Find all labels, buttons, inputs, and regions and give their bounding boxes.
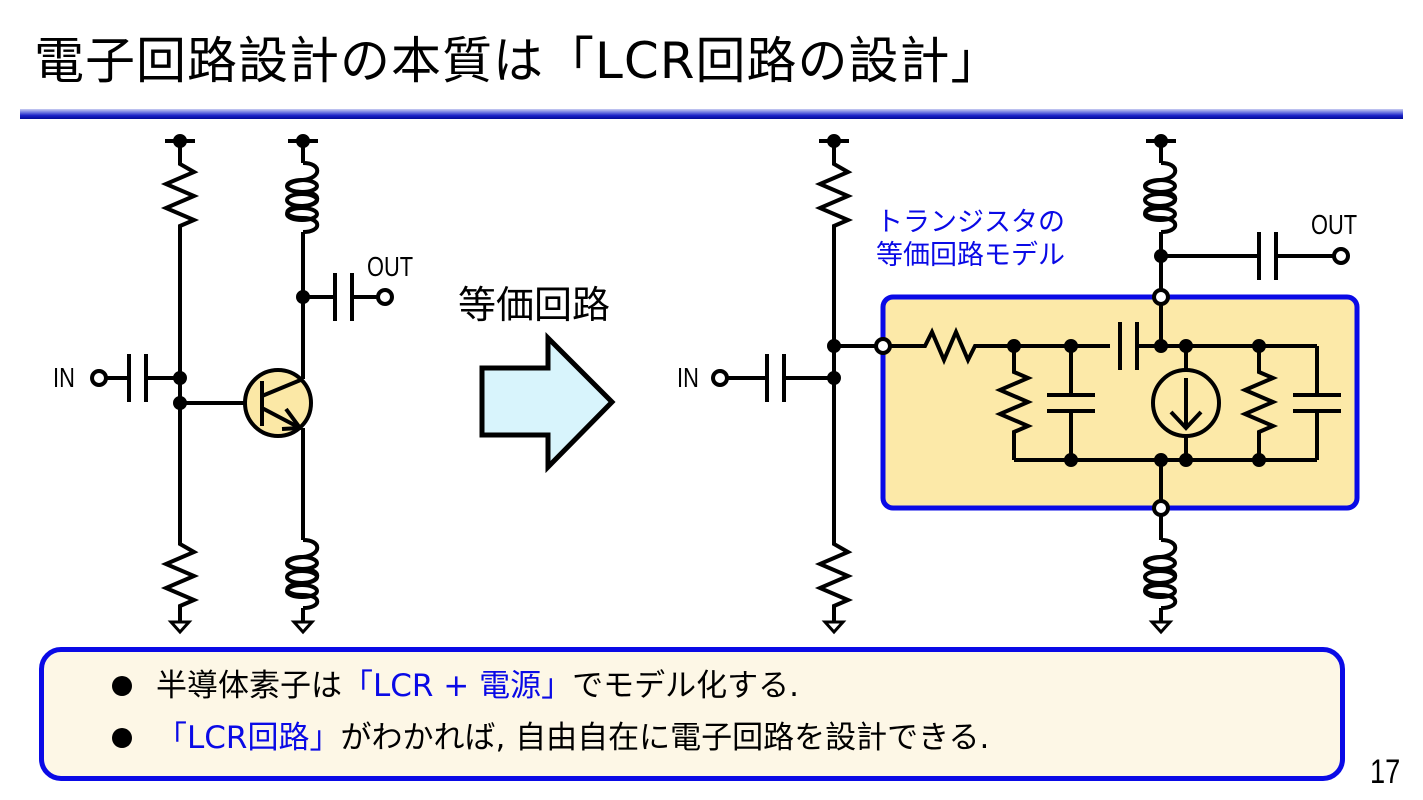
ground-icon	[290, 620, 316, 635]
inductor-bottom-left	[285, 538, 320, 610]
bullet-text-post: がわかれば, 自由自在に電子回路を設計できる.	[340, 720, 990, 756]
bullet-text-highlight: 「LCR回路」	[156, 720, 341, 756]
input-label-right: IN	[677, 362, 699, 393]
shunt-capacitor-2	[1293, 393, 1341, 413]
inductor-top-left	[285, 161, 320, 234]
bullet-icon	[112, 676, 132, 696]
resistor-bottom-left	[160, 540, 200, 612]
input-terminal-left	[90, 369, 108, 387]
current-source-icon	[1151, 346, 1221, 460]
equivalent-arrow-icon	[479, 331, 616, 474]
title-underline-bar	[20, 109, 1403, 119]
input-terminal-right	[711, 369, 729, 387]
bullet-text-highlight: 「LCR + 電源」	[342, 668, 573, 704]
emitter-terminal	[1152, 499, 1170, 517]
shunt-resistor-2	[1239, 346, 1279, 460]
resistor-top-right-circuit	[814, 160, 854, 232]
output-label-left: OUT	[367, 251, 414, 282]
inductor-top-right	[1143, 161, 1178, 234]
bullet-text-post: でモデル化する.	[572, 668, 799, 704]
output-terminal-right	[1332, 247, 1350, 265]
resistor-bottom-right-circuit	[814, 540, 854, 612]
shunt-resistor-1	[994, 346, 1034, 460]
transistor-model-label: トランジスタの 等価回路モデル	[876, 206, 1065, 272]
transistor-model-box	[880, 294, 1360, 511]
output-label-right: OUT	[1311, 209, 1358, 240]
shunt-capacitor-1	[1047, 346, 1095, 460]
series-resistor	[918, 326, 1014, 366]
model-label-line2: 等価回路モデル	[876, 240, 1065, 271]
slide-title: 電子回路設計の本質は「LCR回路の設計」	[34, 32, 1002, 90]
input-label-left: IN	[53, 362, 75, 393]
summary-bullet: 半導体素子は 「LCR + 電源」 でモデル化する.	[112, 666, 799, 706]
ground-icon	[1148, 620, 1174, 635]
output-terminal-left	[376, 288, 394, 306]
summary-bullet: 「LCR回路」 がわかれば, 自由自在に電子回路を設計できる.	[112, 718, 989, 758]
right-circuit	[711, 134, 1360, 635]
collector-terminal	[1152, 288, 1170, 306]
model-label-line1: トランジスタの	[876, 207, 1065, 238]
bullet-icon	[112, 728, 132, 748]
inductor-bottom-right	[1143, 538, 1178, 610]
page-number: 17	[1370, 753, 1401, 791]
equivalent-circuit-label: 等価回路	[458, 283, 611, 327]
summary-box: 半導体素子は 「LCR + 電源」 でモデル化する. 「LCR回路」 がわかれば…	[39, 647, 1345, 781]
npn-transistor-icon	[243, 368, 313, 438]
resistor-top-left	[160, 160, 200, 232]
base-terminal	[874, 337, 892, 355]
left-circuit	[90, 134, 394, 635]
bullet-text-pre: 半導体素子は	[156, 668, 342, 704]
ground-icon	[821, 620, 847, 635]
ground-icon	[167, 620, 193, 635]
